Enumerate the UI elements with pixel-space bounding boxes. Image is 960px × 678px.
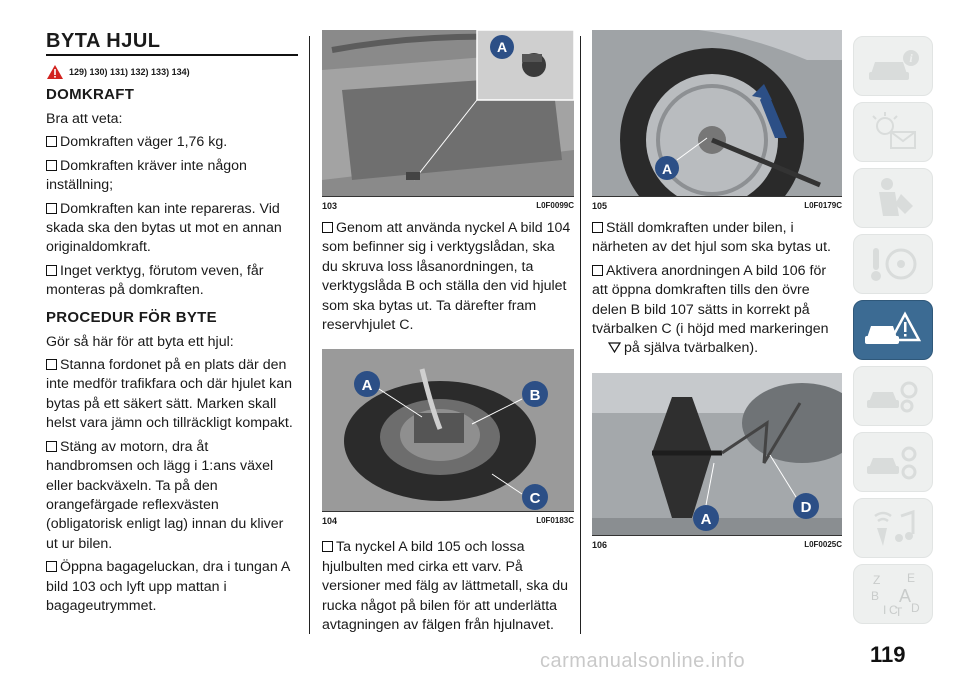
multimedia-icon (874, 509, 915, 546)
list-item: Domkraften väger 1,76 kg. (46, 133, 298, 152)
list-item: Domkraften kan inte repareras. Vid skada… (46, 200, 282, 256)
column-right: A 105 L0F0179C Ställ domkraften under bi… (592, 30, 842, 552)
trunk-illustration: A (322, 30, 574, 196)
spare-wheel-illustration: A B C (322, 349, 574, 512)
bullet-box-icon (592, 264, 603, 276)
figure-number: 105 (592, 201, 608, 211)
list-item: Domkraften kräver inte någon inställning… (46, 157, 247, 194)
svg-text:T: T (895, 605, 903, 618)
bullet-box-icon (46, 561, 57, 573)
intro-text: Bra att veta: (46, 111, 123, 127)
bullet-box-icon (322, 541, 333, 553)
figure-label-a: A (701, 511, 712, 528)
bullet-box-icon (322, 222, 333, 233)
technical-data-icon (867, 446, 917, 480)
seat-safety-icon (879, 178, 913, 216)
tab-warning-lights[interactable] (853, 102, 933, 162)
index-icon: Z E B A I C T D (871, 571, 920, 618)
figure-label-b: B (530, 387, 541, 404)
warning-refs-row: 129) 130) 131) 132) 133) 134) (46, 64, 298, 80)
svg-text:B: B (871, 589, 879, 603)
list-item: Aktivera anordningen A bild 106 för att … (592, 262, 829, 357)
figure-code: L0F0099C (536, 201, 574, 210)
bullet-box-icon (46, 159, 57, 171)
warning-triangle-icon (47, 65, 63, 79)
list-item: Stäng av motorn, dra åt handbromsen och … (46, 438, 284, 552)
figure-number: 104 (322, 516, 338, 527)
bullet-box-icon (46, 264, 57, 276)
figure-label-a: A (662, 161, 672, 177)
bullet-box-icon (46, 202, 57, 214)
svg-text:C: C (889, 603, 898, 617)
jack-illustration: A D (592, 372, 842, 535)
bullet-box-icon (46, 136, 57, 148)
warning-lights-icon (872, 112, 916, 149)
warning-refs: 129) 130) 131) 132) 133) 134) (69, 67, 190, 77)
svg-text:Z: Z (873, 573, 880, 587)
wheel-wrench-illustration: A (592, 30, 842, 196)
section-heading-procedur: PROCEDUR FÖR BYTE (46, 308, 217, 326)
list-item: Öppna bagageluckan, dra i tungan A bild … (46, 559, 290, 614)
list-item: Stanna fordonet på en plats där den inte… (46, 357, 293, 432)
list-item: Ta nyckel A bild 105 och lossa hjulbulte… (322, 539, 569, 634)
figure-label-a: A (362, 377, 373, 394)
bullet-box-icon (46, 359, 57, 371)
page-title: BYTA HJUL (46, 30, 161, 52)
figure-104: A B C (322, 349, 574, 513)
tab-seat-safety[interactable] (853, 168, 933, 228)
page-number: 119 (870, 642, 906, 667)
figure-105: A (592, 30, 842, 197)
column-middle: A 103 L0F0099C Genom att använda nyckel … (322, 30, 574, 635)
svg-text:E: E (907, 571, 915, 585)
tab-maintenance[interactable] (853, 366, 933, 426)
emergency-icon (865, 311, 922, 344)
figure-103: A (322, 30, 574, 197)
section-heading-domkraft: DOMKRAFT (46, 86, 135, 103)
column-divider (309, 36, 310, 634)
figure-code: L0F0179C (804, 201, 842, 210)
svg-text:i: i (909, 51, 913, 65)
figure-caption-105: 105 L0F0179C (592, 201, 842, 213)
steering-start-icon (871, 248, 917, 281)
car-info-icon: i (869, 50, 919, 80)
bullet-box-icon (592, 222, 603, 233)
figure-label-a: A (497, 39, 507, 55)
svg-text:D: D (911, 601, 920, 615)
tab-car-info[interactable]: i (853, 36, 933, 96)
tab-technical-data[interactable] (853, 432, 933, 492)
bullet-box-icon (46, 440, 57, 452)
figure-number: 106 (592, 539, 608, 550)
column-divider (580, 36, 581, 634)
figure-106: A D (592, 372, 842, 536)
figure-code: L0F0183C (536, 516, 574, 526)
section2-intro: Gör så här för att byta ett hjul: (46, 333, 234, 350)
tab-index[interactable]: Z E B A I C T D (853, 564, 933, 624)
list-item: Inget verktyg, förutom veven, får monter… (46, 262, 264, 299)
list-item: Ställ domkraften under bilen, i närheten… (592, 220, 831, 256)
figure-caption-103: 103 L0F0099C (322, 201, 574, 213)
marker-triangle-icon (607, 342, 622, 354)
figure-label-c: C (530, 490, 541, 507)
figure-caption-104: 104 L0F0183C (322, 516, 574, 528)
svg-text:A: A (899, 586, 911, 606)
tab-multimedia[interactable] (853, 498, 933, 558)
figure-code: L0F0025C (804, 539, 842, 549)
watermark: carmanualsonline.info (540, 650, 746, 672)
list-item: Genom att använda nyckel A bild 104 som … (322, 220, 571, 334)
figure-caption-106: 106 L0F0025C (592, 540, 842, 552)
maintenance-icon (867, 381, 918, 413)
tab-emergency[interactable] (853, 300, 933, 360)
chapter-sidebar: i (853, 36, 933, 630)
figure-label-d: D (801, 499, 812, 516)
svg-text:I: I (883, 603, 886, 617)
figure-number: 103 (322, 201, 338, 211)
tab-steering-start[interactable] (853, 234, 933, 294)
title-rule (46, 54, 298, 56)
column-left: BYTA HJUL 129) 130) 131) 132) 133) 134) … (46, 30, 298, 616)
